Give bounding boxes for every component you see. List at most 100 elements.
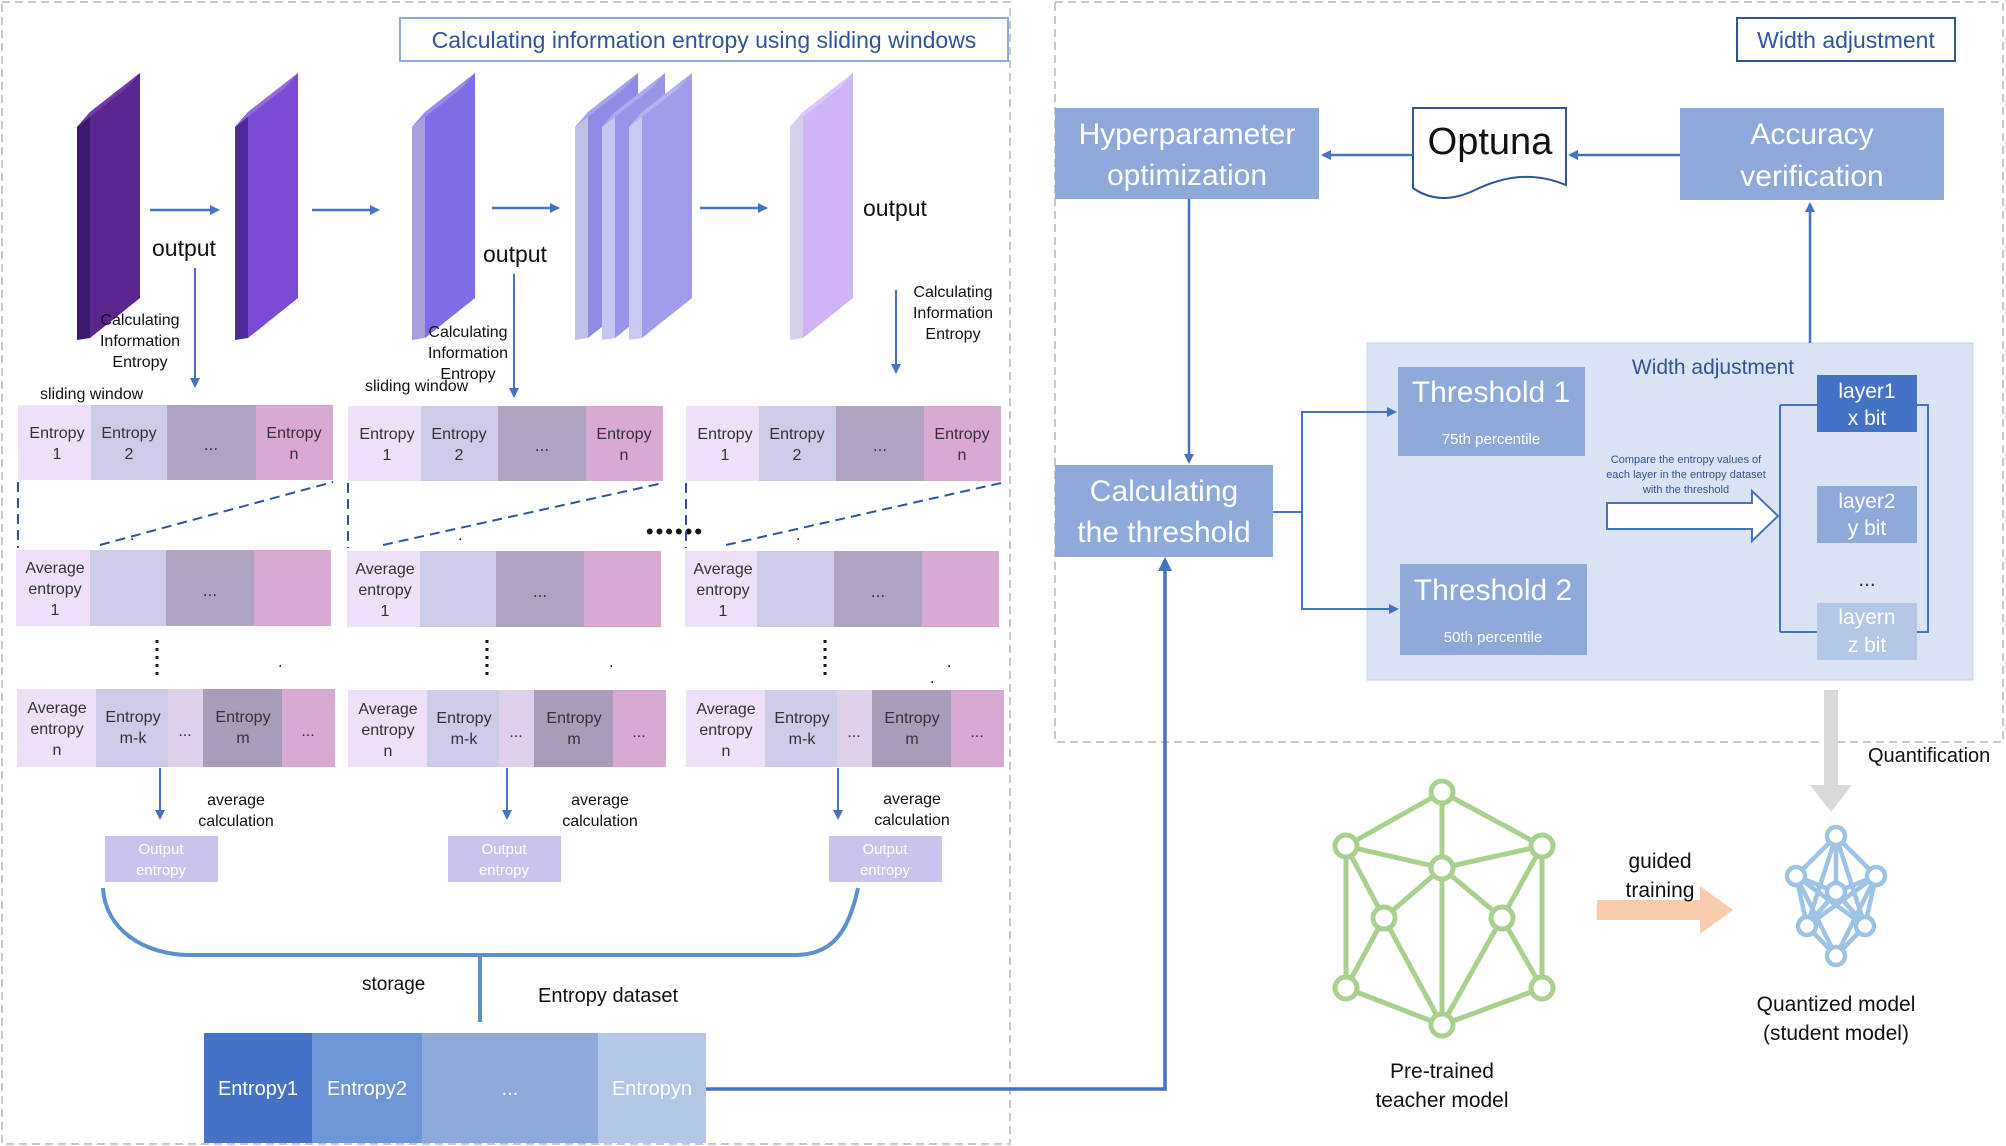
width-adjustment-inner-label: Width adjustment <box>1632 356 1794 379</box>
ellipsis-text: ... <box>178 723 191 740</box>
entropy-cell-text: Entropy <box>105 709 160 726</box>
feature-map-stack <box>575 73 692 340</box>
entropy-row-column-1: Entropy 1 Entropy 2 ... Entropy n <box>18 405 333 480</box>
avg-cell-text: 1 <box>381 603 390 620</box>
entropy-cell-text: Entropy <box>266 425 321 442</box>
entropy-cell-text: Entropy <box>697 426 752 443</box>
ellipsis-text: ... <box>535 436 549 455</box>
entropy-cell-text: Entropy <box>769 426 824 443</box>
hyperparameter-text: optimization <box>1107 159 1267 192</box>
layer-bits: y bit <box>1848 517 1887 540</box>
entropy-cell-text: m-k <box>451 731 479 748</box>
entropy-cell-text: m <box>236 730 249 747</box>
avg-cell-text: entropy <box>28 581 81 598</box>
calc-entropy-line: Information <box>100 333 180 350</box>
branch-arrow-2 <box>1301 512 1399 614</box>
quantification-label: Quantification <box>1868 745 1990 767</box>
ellipsis-text: ... <box>847 724 860 741</box>
threshold-2-sub: 50th percentile <box>1444 629 1542 646</box>
entropy-cell-text: 1 <box>721 447 730 464</box>
entropy-cell-text: 2 <box>793 447 802 464</box>
window-dash <box>725 482 1002 546</box>
compare-block-arrow <box>1606 488 1780 544</box>
output-entropy-box <box>829 836 942 882</box>
avg-cell-text: entropy <box>696 582 749 599</box>
left-panel-title: Calculating information entropy using sl… <box>432 27 977 53</box>
hyperparameter-optimization-box <box>1055 108 1319 199</box>
optuna-document-shape <box>1412 107 1567 200</box>
guided-training-arrow <box>1597 886 1733 934</box>
avg-calc-label: calculation <box>874 812 950 829</box>
output-entropy-text: entropy <box>860 862 911 879</box>
window-dash <box>382 482 664 546</box>
avg-cell-text: n <box>722 743 731 760</box>
entropy-cell-text: Entropy <box>436 710 491 727</box>
entropy-cell-text: 1 <box>53 446 62 463</box>
dot: . <box>947 654 951 671</box>
dot: . <box>458 527 462 544</box>
calc-entropy-label-3: Calculating Information Entropy <box>913 284 993 343</box>
layer-1-box <box>1817 375 1917 432</box>
teacher-label: Pre-trained <box>1390 1060 1494 1083</box>
calc-entropy-label-2: Calculating Information Entropy <box>428 324 508 383</box>
sliding-window-label: sliding window <box>365 378 469 395</box>
dot: . <box>930 670 934 687</box>
ellipsis-text: ... <box>301 723 314 740</box>
dataset-cell-text: Entropyn <box>612 1078 692 1100</box>
avg-calc-label: average <box>207 792 265 809</box>
calc-entropy-line: Entropy <box>440 366 495 383</box>
avg-cell-text: n <box>53 742 62 759</box>
average-row-1-column-2: Average entropy 1 ... <box>347 551 661 627</box>
guided-training-label: training <box>1626 879 1695 902</box>
entropy-cell-text: m-k <box>789 731 817 748</box>
entropy-cell-text: n <box>620 447 629 464</box>
sliding-window-label: sliding window <box>40 386 144 403</box>
average-row-1-column-1: Average entropy 1 ... <box>16 550 331 626</box>
entropy-dataset-bar: Entropy1 Entropy2 ... Entropyn <box>204 1033 706 1143</box>
layer-ellipsis: ... <box>1858 568 1876 591</box>
teacher-label: teacher model <box>1375 1089 1508 1112</box>
avg-cell-text: Average <box>25 560 84 577</box>
ellipsis-text: ... <box>509 724 522 741</box>
student-network-nodes <box>1784 824 1888 968</box>
avg-cell-text: 1 <box>719 603 728 620</box>
entropy-cell-text: Entropy <box>359 426 414 443</box>
avg-calc-label: calculation <box>198 813 274 830</box>
compare-note: Compare the entropy values of <box>1611 454 1762 466</box>
left-panel-border <box>1 1 1011 1145</box>
avg-cell-text: Average <box>358 701 417 718</box>
compare-note: with the threshold <box>1642 484 1729 496</box>
calc-entropy-line: Calculating <box>913 284 992 301</box>
dataset-cell-text: Entropy2 <box>327 1078 407 1100</box>
layer-bits: x bit <box>1848 407 1887 430</box>
entropy-row-column-2: Entropy 1 Entropy 2 ... Entropy n <box>348 406 663 481</box>
entropy-cell-text: Entropy <box>215 709 270 726</box>
compare-note: each layer in the entropy dataset <box>1606 469 1766 481</box>
layer-bits: z bit <box>1848 634 1887 657</box>
calc-threshold-text: the threshold <box>1077 516 1250 549</box>
output-entropy-text: entropy <box>136 862 187 879</box>
entropy-cell-text: m-k <box>120 730 148 747</box>
calculating-threshold-box <box>1055 465 1273 557</box>
output-entropy-text: Output <box>862 841 908 858</box>
average-row-1-column-3: Average entropy 1 ... <box>685 551 999 627</box>
layer-n-box <box>1817 603 1917 660</box>
entropy-cell-text: Entropy <box>101 425 156 442</box>
between-columns-dots: •••••• <box>646 519 704 544</box>
entropy-cell-text: 2 <box>455 447 464 464</box>
avg-cell-text: Average <box>27 700 86 717</box>
feature-map-slab-1 <box>77 73 140 340</box>
avg-calc-label: calculation <box>562 813 638 830</box>
entropy-cell-text: m <box>905 731 918 748</box>
quantification-arrow <box>1810 690 1852 812</box>
output-entropy-box <box>105 836 218 882</box>
entropy-cell-text: Entropy <box>934 426 989 443</box>
entropy-cell-text: Entropy <box>431 426 486 443</box>
avg-cell-text: entropy <box>699 722 752 739</box>
average-row-n-column-3: Average entropy n Entropy m-k ... Entrop… <box>686 690 1004 767</box>
output-entropy-box <box>448 836 561 882</box>
calc-entropy-line: Calculating <box>428 324 507 341</box>
accuracy-text: verification <box>1740 160 1883 193</box>
avg-cell-text: n <box>384 743 393 760</box>
